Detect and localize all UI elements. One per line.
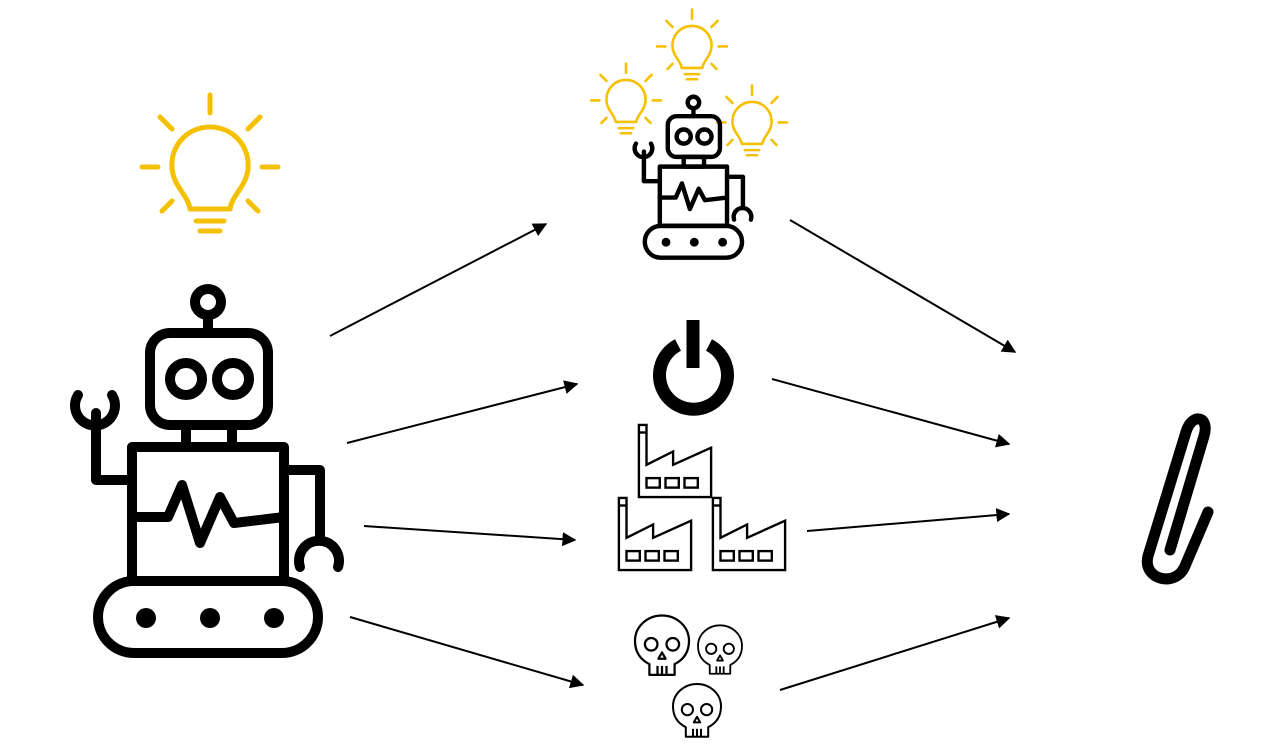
factory-icon (637, 423, 713, 499)
skulls-icon (633, 614, 743, 738)
arrow-source-to-replicate (329, 223, 548, 337)
lightbulb-icon (655, 8, 729, 81)
factory-icon (711, 496, 787, 572)
robot-with-idea-icon (75, 95, 339, 653)
arrow-source-to-factories (363, 525, 577, 547)
skull-icon (697, 624, 743, 675)
edges (329, 219, 1017, 691)
skull-icon (671, 682, 723, 738)
arrow-source-to-power (346, 380, 579, 444)
skull-icon (633, 614, 691, 677)
arrow-power-to-goal (771, 378, 1011, 448)
arrow-source-to-death (349, 616, 585, 689)
arrow-death-to-goal (779, 615, 1011, 691)
arrow-factories-to-goal (806, 508, 1011, 532)
power-icon (653, 320, 734, 416)
arrow-replicate-to-goal (789, 219, 1017, 353)
paperclip-icon (1141, 413, 1214, 585)
robot-icon (75, 289, 339, 653)
lightbulb-icon (142, 95, 278, 231)
lightbulb-icon (715, 84, 789, 157)
factory-icon (617, 496, 693, 572)
factories-icon (617, 423, 787, 572)
robot-icon (635, 97, 752, 258)
lightbulb-icon (589, 62, 663, 135)
small-robot-many-ideas-icon (589, 8, 789, 258)
